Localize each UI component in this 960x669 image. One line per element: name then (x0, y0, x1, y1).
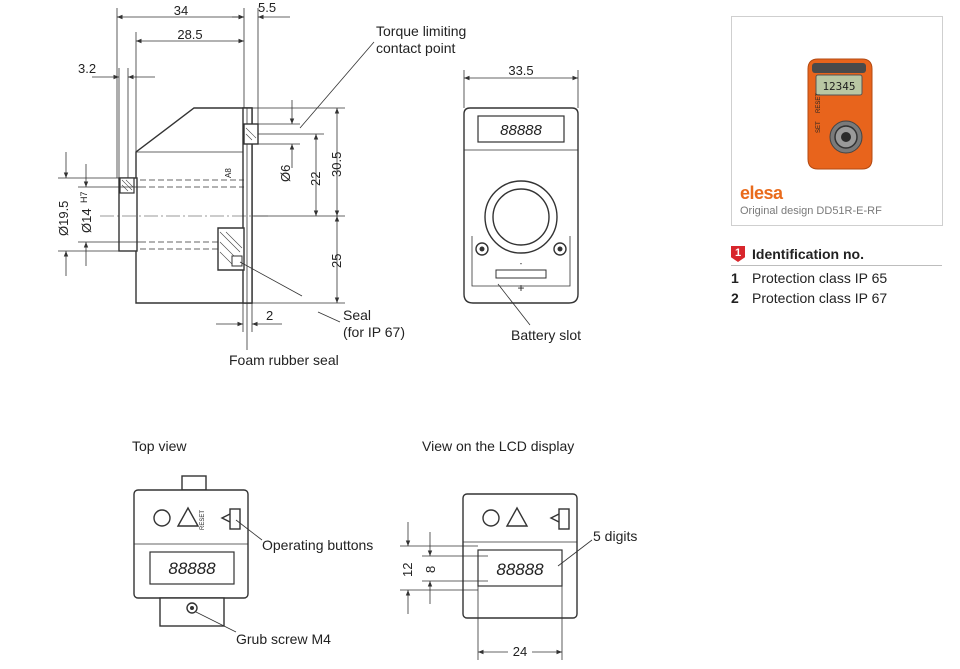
dim-bore-tolerance: H7 (79, 191, 89, 203)
foam-rubber-seal (242, 107, 253, 304)
dim-front-width: 33.5 (508, 63, 533, 78)
button-triangle-icon (176, 506, 200, 527)
svg-text:24: 24 (513, 644, 527, 659)
lcd-view: View on the LCD display 88888 12 8 24 24… (400, 438, 637, 660)
label-battery-slot: Battery slot (511, 327, 581, 343)
label-operating-buttons: Operating buttons (262, 537, 373, 553)
dim-lower: 25 (329, 254, 344, 268)
dim-bore-diameter: Ø14 (79, 208, 94, 233)
identification-panel: 1 Identification no. 1 Protection class … (731, 243, 942, 306)
label-grub-screw: Grub screw M4 (236, 631, 331, 647)
front-display-window (477, 115, 565, 143)
brand-logo: elesa (740, 183, 783, 203)
dim-digit-height: 8 (423, 566, 438, 573)
label-seal-2: (for IP 67) (343, 324, 405, 340)
front-display-digits: 88888 (500, 122, 542, 139)
dim-overall-width: 34 (174, 3, 188, 18)
dim-shaft-step: 3.2 (78, 61, 96, 76)
lcd-button-circle-icon (482, 509, 500, 527)
identification-item: 2 Protection class IP 67 (731, 290, 942, 306)
indicator-body-outline (135, 107, 253, 304)
product-card: 12345 RESET SET elesa Original design DD… (731, 16, 943, 226)
identification-item: 1 Protection class IP 65 (731, 270, 942, 286)
dim-pin-diameter: Ø6 (278, 165, 293, 182)
label-seal-1: Seal (343, 307, 371, 323)
top-pin (181, 475, 207, 491)
dim-upper-b: 30.5 (329, 152, 344, 177)
label-torque-2: contact point (376, 40, 455, 56)
dim-seal-gap: 2 (266, 308, 273, 323)
lcd-button-triangle-icon (505, 506, 529, 527)
lcd-display-window (477, 549, 563, 587)
top-display-window (149, 551, 235, 585)
battery-slot (495, 269, 547, 279)
front-shaft-bore (492, 188, 550, 246)
svg-text:-: - (520, 259, 523, 268)
product-caption: Original design DD51R-E-RF (740, 205, 882, 217)
lcd-display-digits: 88888 (496, 560, 544, 579)
svg-text:A8: A8 (224, 168, 233, 178)
photo-display-reading: 12345 (822, 80, 855, 93)
identification-badge: 1 (731, 246, 745, 262)
button-circle-icon (153, 509, 171, 527)
label-foam-seal: Foam rubber seal (229, 352, 339, 368)
identification-item-no: 2 (731, 290, 739, 306)
product-photo: 12345 RESET SET (807, 58, 873, 170)
svg-text:+: + (517, 281, 524, 295)
dim-body-width: 28.5 (177, 27, 202, 42)
identification-item-text: Protection class IP 67 (752, 290, 888, 306)
identification-item-text: Protection class IP 65 (752, 270, 888, 286)
identification-title: Identification no. (752, 246, 864, 262)
side-view: A8 34 28.5 5.5 3.2 Ø19.5 Ø14 H7 (56, 0, 466, 368)
photo-mark-1: RESET (816, 93, 822, 113)
label-five-digits: 5 digits (593, 528, 637, 544)
top-display-digits: 88888 (168, 559, 216, 578)
identification-item-no: 1 (731, 270, 739, 286)
lcd-view-title: View on the LCD display (422, 438, 574, 454)
dim-outer-diameter: Ø19.5 (56, 201, 71, 236)
dim-flange: 5.5 (258, 0, 276, 15)
photo-mark-2: SET (816, 121, 822, 133)
top-view-title: Top view (132, 438, 187, 454)
top-view: Top view RESET 88888 Operating buttons G… (132, 438, 373, 647)
svg-text:RESET: RESET (200, 510, 206, 530)
label-torque-1: Torque limiting (376, 23, 466, 39)
dim-window-height: 12 (400, 563, 415, 577)
front-view: 88888 + - 33.5 Battery slot (463, 63, 581, 343)
dim-upper-a: 22 (308, 172, 323, 186)
